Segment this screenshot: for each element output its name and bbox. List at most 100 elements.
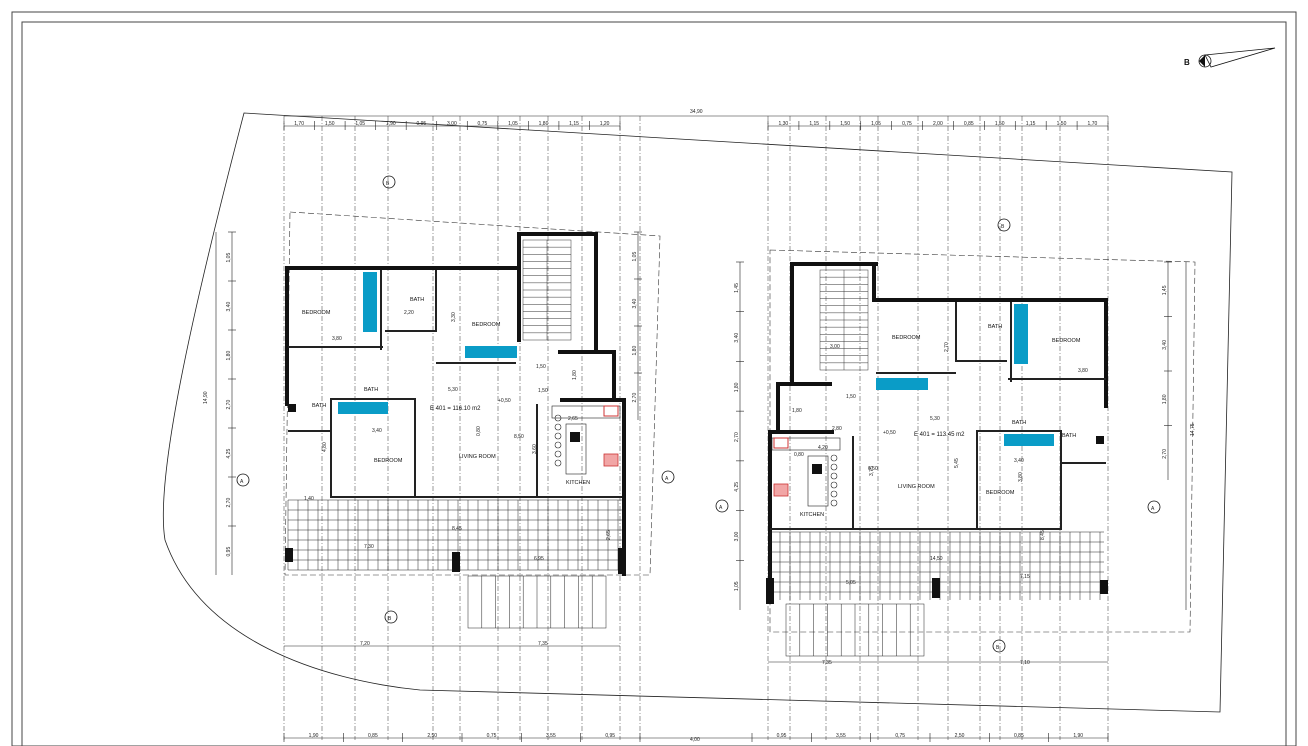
dimension-text: 4,80: [322, 442, 328, 452]
right-apartment-plan: BEDROOM BEDROOM BEDROOM BATH BATH BATH L…: [715, 218, 1196, 666]
dimension-text: 0,75: [487, 733, 497, 739]
dimension-text: 1,80: [539, 121, 549, 127]
dimension-text: 1,45: [1162, 285, 1168, 295]
dimension-text: 3,80: [332, 336, 342, 342]
room-label-bath: BATH: [1012, 420, 1026, 426]
dimension-text: 0,85: [964, 121, 974, 127]
dimension-text: 1,50: [536, 364, 546, 370]
section-marker-icon: A: [236, 473, 250, 487]
dimension-text: 0,85: [368, 733, 378, 739]
left-apartment-plan: BEDROOM BEDROOM BEDROOM BATH BATH BATH L…: [203, 175, 675, 647]
dimension-text: 2,70: [632, 393, 638, 403]
dimension-text: 3,60: [532, 444, 538, 454]
dimension-text: 1,80: [1162, 394, 1168, 404]
dimension-text: 2,65: [568, 416, 578, 422]
section-marker-icon: A: [1147, 500, 1161, 514]
dimension-text: 1,80: [734, 382, 740, 392]
dimension-text: 8,45: [1040, 530, 1046, 540]
area-label: E 401 = 116.10 m2: [430, 406, 481, 412]
dimension-text: 1,80: [792, 408, 802, 414]
dimension-text: 5,30: [930, 416, 940, 422]
svg-text:B: B: [388, 616, 392, 622]
bottom-total-dim: 4,00: [690, 737, 700, 743]
svg-text:A: A: [1151, 506, 1155, 512]
dimension-text: 3,55: [836, 733, 846, 739]
dimension-text: 3,40: [372, 428, 382, 434]
dimension-text: 4,20: [818, 445, 828, 451]
dimension-text: 5,30: [448, 387, 458, 393]
dimension-text: 2,70: [226, 498, 232, 508]
room-label-bedroom: BEDROOM: [892, 335, 921, 341]
room-label-bath: BATH: [312, 403, 326, 409]
room-label-bedroom: BEDROOM: [472, 322, 501, 328]
dimension-text: 2,20: [404, 310, 414, 316]
dimension-text: 1,20: [600, 121, 610, 127]
dimension-text: 3,75: [869, 466, 875, 476]
dimension-text: 3,00: [830, 344, 840, 350]
dimension-text: 0,85: [1014, 733, 1024, 739]
section-marker-icon: B: [992, 639, 1006, 653]
dimension-text: 1,70: [294, 121, 304, 127]
dimension-text: 1,50: [538, 388, 548, 394]
room-label-bath: BATH: [410, 297, 424, 303]
grid-axes: [283, 116, 1109, 740]
dimension-text: 1,40: [304, 496, 314, 502]
dimension-text: 0,75: [478, 121, 488, 127]
plot-boundary: [162, 112, 1233, 713]
dimension-text: 3,40: [226, 302, 232, 312]
room-label-living-room: LIVING ROOM: [898, 484, 935, 490]
dimension-text: 4,25: [226, 449, 232, 459]
dimension-text: 1,05: [734, 581, 740, 591]
side-total-dim: 14,75: [1190, 423, 1196, 436]
dimension-text: 5,05: [846, 580, 856, 586]
dimension-text: 0,75: [902, 121, 912, 127]
dimension-text: 7,35: [538, 641, 548, 647]
room-label-bedroom: BEDROOM: [1052, 338, 1081, 344]
dimension-text: 2,70: [734, 432, 740, 442]
dimension-text: 2,50: [955, 733, 965, 739]
dimension-text: 1,50: [846, 394, 856, 400]
level-label: +0,50: [498, 398, 511, 404]
dimension-text: 7,20: [360, 641, 370, 647]
svg-text:B: B: [386, 181, 390, 187]
dimension-text: 1,90: [386, 121, 396, 127]
dimension-text: 0,95: [416, 121, 426, 127]
room-label-kitchen: KITCHEN: [800, 512, 824, 518]
dimension-text: 2,65: [606, 530, 612, 540]
svg-text:B: B: [996, 645, 1000, 651]
dimension-text: 7,30: [364, 544, 374, 550]
dimension-text: 4,25: [734, 482, 740, 492]
dimension-text: 0,95: [226, 547, 232, 557]
section-marker-icon: B: [382, 175, 396, 189]
dimension-text: 1,90: [309, 733, 319, 739]
dimension-text: 7,35: [822, 660, 832, 666]
dimension-text: 1,30: [778, 121, 788, 127]
dimension-text: 2,70: [944, 342, 950, 352]
dimension-text: 3,40: [1162, 340, 1168, 350]
dimension-text: 3,80: [1018, 472, 1024, 482]
room-label-bedroom: BEDROOM: [374, 458, 403, 464]
dimension-text: 1,80: [572, 370, 578, 380]
dimension-text: 6,95: [534, 556, 544, 562]
dimension-text: 3,40: [734, 333, 740, 343]
section-marker-icon: A: [661, 470, 675, 484]
dimension-text: 0,95: [777, 733, 787, 739]
dimension-text: 3,80: [1078, 368, 1088, 374]
dimension-text: 3,40: [632, 299, 638, 309]
dimension-text: 1,80: [632, 346, 638, 356]
inner-frame: [21, 21, 1287, 746]
outer-frame: [11, 11, 1297, 746]
dimension-text: 1,15: [809, 121, 819, 127]
dimension-text: 1,05: [508, 121, 518, 127]
side-total-dim: 14,90: [203, 391, 209, 404]
svg-text:B: B: [1001, 224, 1005, 230]
section-marker-icon: B: [997, 218, 1011, 232]
svg-text:A: A: [665, 476, 669, 482]
dimension-text: 1,50: [840, 121, 850, 127]
dimension-text: 3,30: [451, 312, 457, 322]
dimension-text: 3,00: [447, 121, 457, 127]
room-label-bedroom: BEDROOM: [302, 310, 331, 316]
